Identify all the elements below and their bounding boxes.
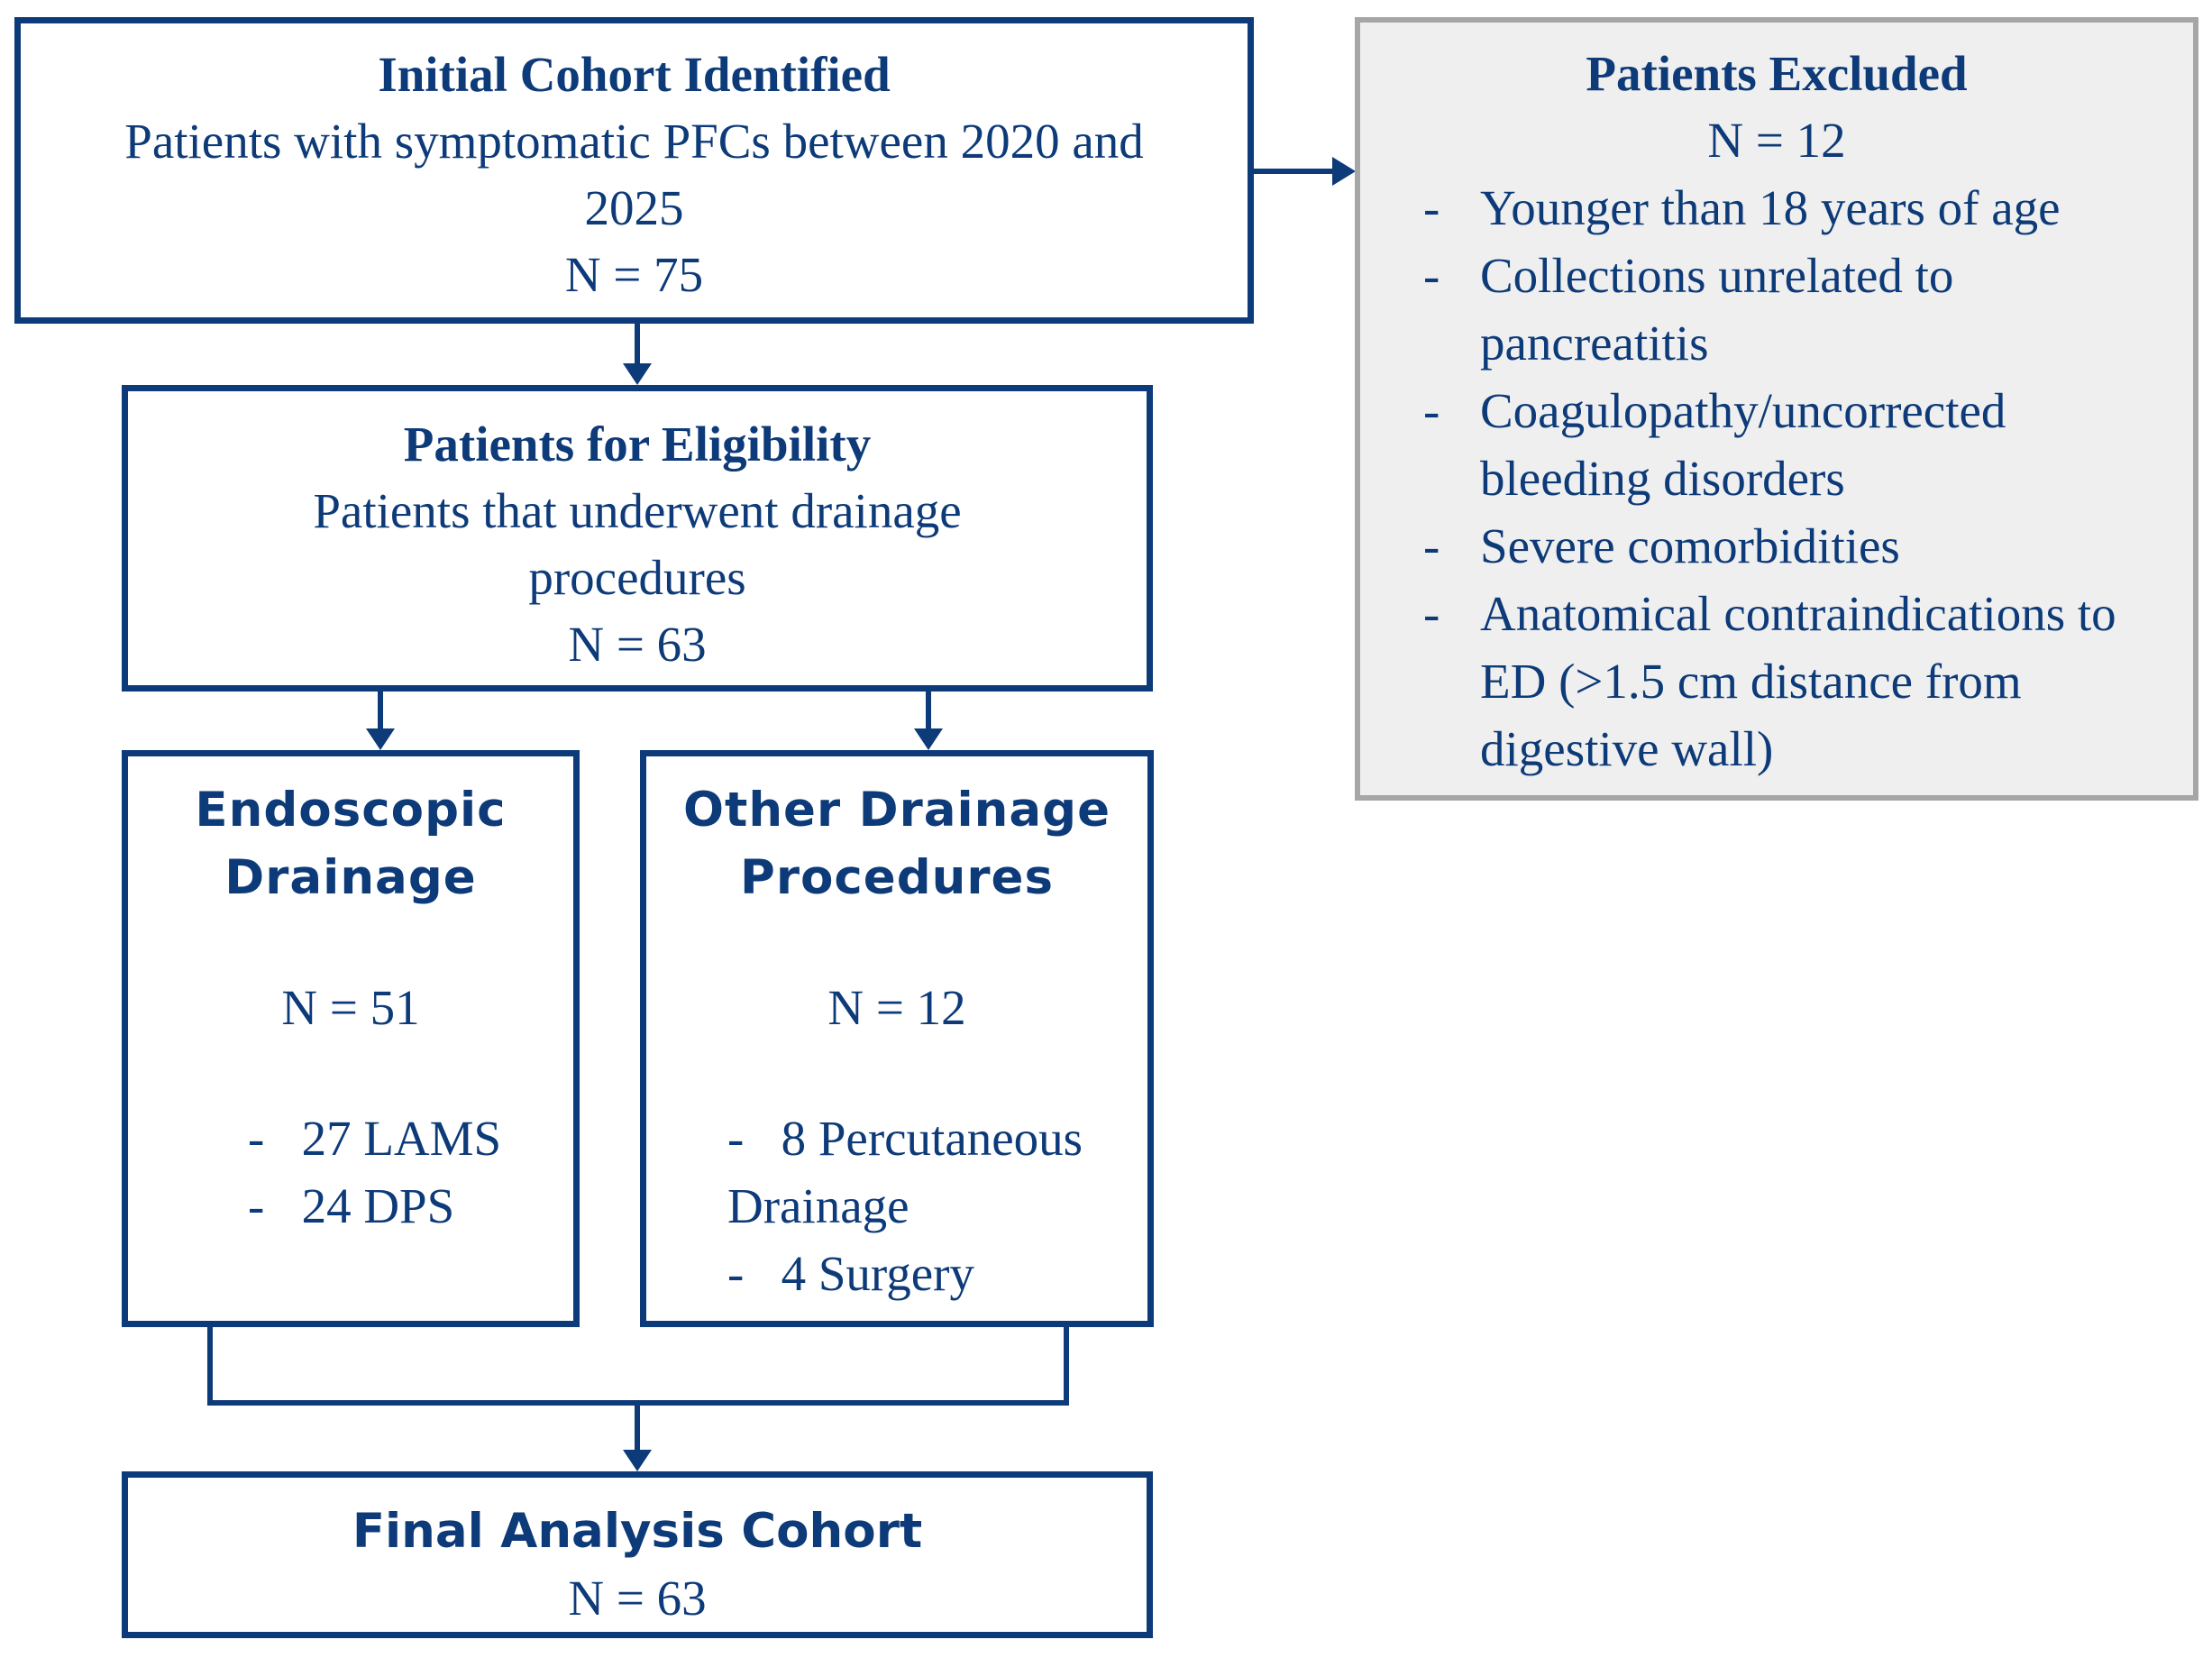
endoscopic-count: N = 51 [281,980,420,1035]
arrowhead-initial-to-eligibility [623,363,652,385]
eligibility-description: Patients that underwent drainage [313,483,962,538]
initial-cohort-description-cont: 2025 [584,180,684,235]
initial-cohort-count: N = 75 [564,247,704,302]
final-cohort-count: N = 63 [568,1571,707,1626]
exclusion-reasons-list: -Younger than 18 years of age -Collectio… [1360,174,2193,783]
eligibility-title: Patients for Eligibility [403,417,872,472]
other-count: N = 12 [827,980,966,1035]
endoscopic-item: - 27 LAMS [248,1111,502,1166]
eligibility-box: Patients for Eligibility Patients that u… [122,385,1153,692]
other-item: - 8 Percutaneous [727,1111,1083,1166]
endoscopic-item: - 24 DPS [248,1178,455,1233]
excluded-box: Patients Excluded N = 12 -Younger than 1… [1355,17,2198,801]
other-drainage-box: Other Drainage Procedures N = 12 - 8 Per… [640,750,1154,1327]
exclusion-reason: -Severe comorbidities [1423,518,1900,573]
other-item: Drainage [727,1178,909,1233]
final-cohort-box: Final Analysis Cohort N = 63 [122,1471,1153,1638]
other-title: Other Drainage [682,783,1111,838]
eligibility-count: N = 63 [568,617,707,672]
other-item: - 4 Surgery [727,1246,974,1301]
other-items-list: - 8 Percutaneous Drainage - 4 Surgery [646,1104,1147,1307]
other-title-cont: Procedures [739,850,1055,905]
exclusion-reason: -Younger than 18 years of age [1423,180,2061,235]
arrowhead-eligibility-to-other [914,728,943,750]
arrowhead-eligibility-to-endoscopic [366,728,395,750]
eligibility-description-cont: procedures [528,550,746,605]
endoscopic-title-cont: Drainage [224,850,477,905]
exclusion-reason: -Anatomical contraindications to ED (>1.… [1423,586,2116,776]
exclusion-reason: -Coagulopathy/uncorrected bleeding disor… [1423,383,2006,506]
endoscopic-drainage-box: Endoscopic Drainage N = 51 - 27 LAMS - 2… [122,750,580,1327]
arrowhead-initial-to-excluded [1332,157,1356,186]
excluded-title: Patients Excluded [1586,46,1968,101]
final-cohort-title: Final Analysis Cohort [352,1504,923,1559]
merge-bracket [207,1327,1069,1406]
endoscopic-items-list: - 27 LAMS - 24 DPS [128,1104,573,1240]
excluded-count: N = 12 [1707,113,1846,168]
initial-cohort-description: Patients with symptomatic PFCs between 2… [124,114,1144,169]
exclusion-reason: -Collections unrelated to pancreatitis [1423,248,1954,371]
initial-cohort-box: Initial Cohort Identified Patients with … [14,17,1254,324]
initial-cohort-title: Initial Cohort Identified [378,47,891,102]
arrowhead-merge-to-final [623,1450,652,1471]
endoscopic-title: Endoscopic [195,783,507,838]
